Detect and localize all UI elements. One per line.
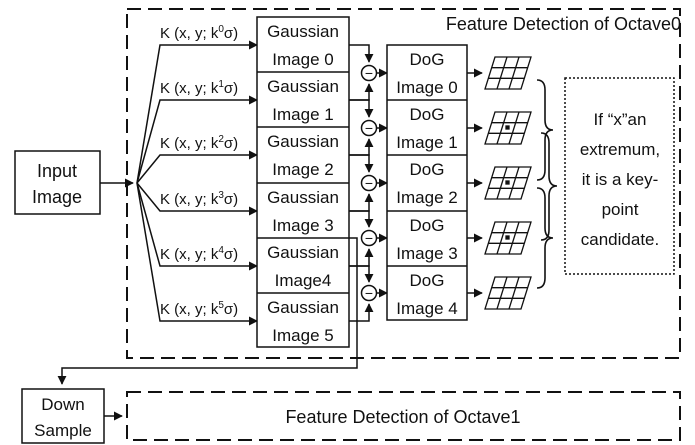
down-sample-label-1: Down bbox=[41, 395, 84, 414]
input-image-label-2: Image bbox=[32, 187, 82, 207]
dog-image-2-line2: Image 2 bbox=[396, 188, 457, 207]
kernel-label-1: K (x, y; k1σ) bbox=[160, 79, 238, 97]
dog-image-4-line1: DoG bbox=[410, 271, 445, 290]
gaussian-image-3-line2: Image 3 bbox=[272, 216, 333, 235]
gaussian-image-0-line2: Image 0 bbox=[272, 50, 333, 69]
dog-image-1-line2: Image 1 bbox=[396, 133, 457, 152]
gaussian-image-4-line1: Gaussian bbox=[267, 243, 339, 262]
dog-image-0-line2: Image 0 bbox=[396, 78, 457, 97]
subtract-node-3 bbox=[360, 229, 378, 247]
grid-arrows bbox=[467, 68, 483, 298]
candidate-line-4: point bbox=[602, 200, 639, 219]
octave0-title: Feature Detection of Octave0 bbox=[446, 14, 681, 34]
subtract-symbol-3: − bbox=[365, 230, 373, 246]
gaussian-stack bbox=[256, 16, 350, 348]
dog-image-4-line2: Image 4 bbox=[396, 299, 457, 318]
subtract-symbol-1: − bbox=[365, 120, 373, 136]
gaussian-image-5-line1: Gaussian bbox=[267, 298, 339, 317]
grid-icon-3 bbox=[484, 221, 532, 255]
dog-image-2-line1: DoG bbox=[410, 160, 445, 179]
input-image-label-1: Input bbox=[37, 161, 77, 181]
grid-icon-0 bbox=[484, 56, 532, 90]
kernel-fan bbox=[136, 40, 258, 326]
down-sample-box bbox=[21, 388, 105, 444]
gaussian-image-0-line1: Gaussian bbox=[267, 22, 339, 41]
dog-image-3-line1: DoG bbox=[410, 216, 445, 235]
gaussian-image-1-line1: Gaussian bbox=[267, 77, 339, 96]
subtract-node-1 bbox=[360, 119, 378, 137]
grid-icon-2 bbox=[484, 166, 532, 200]
dog-image-3-line2: Image 3 bbox=[396, 244, 457, 263]
subtract-nodes: − − − − − bbox=[360, 64, 378, 302]
gaussian-image-4-line2: Image4 bbox=[275, 271, 332, 290]
curly-braces bbox=[536, 79, 558, 289]
downsample-path bbox=[57, 237, 358, 385]
grid-icon-4 bbox=[484, 276, 532, 310]
subtract-symbol-2: − bbox=[365, 175, 373, 191]
gaussian-image-2-line1: Gaussian bbox=[267, 132, 339, 151]
gaussian-image-5-line2: Image 5 bbox=[272, 326, 333, 345]
candidate-box bbox=[564, 77, 675, 275]
brace-lower bbox=[536, 187, 554, 289]
gaussian-image-1-line2: Image 1 bbox=[272, 105, 333, 124]
subtract-node-4 bbox=[360, 284, 378, 302]
brace-upper bbox=[536, 79, 554, 181]
dog-image-0-line1: DoG bbox=[410, 50, 445, 69]
subtract-symbol-0: − bbox=[365, 65, 373, 81]
brace-middle bbox=[540, 132, 558, 241]
kernel-label-2: K (x, y; k2σ) bbox=[160, 134, 238, 152]
kernel-label-5: K (x, y; k5σ) bbox=[160, 300, 238, 318]
gaussian-image-2-line2: Image 2 bbox=[272, 160, 333, 179]
kernel-label-0: K (x, y; k0σ) bbox=[160, 24, 238, 42]
kernel-label-3: K (x, y; k3σ) bbox=[160, 190, 238, 208]
subtract-symbol-4: − bbox=[365, 285, 373, 301]
gaussian-image-3-line1: Gaussian bbox=[267, 188, 339, 207]
subtract-node-0 bbox=[360, 64, 378, 82]
dog-stack bbox=[386, 44, 468, 321]
subtract-node-2 bbox=[360, 174, 378, 192]
candidate-line-5: candidate. bbox=[581, 230, 659, 249]
octave1-frame bbox=[126, 391, 681, 441]
candidate-line-3: it is a key- bbox=[582, 170, 659, 189]
input-image-box bbox=[14, 150, 101, 215]
subtract-connectors bbox=[349, 44, 388, 322]
octave1-title: Feature Detection of Octave1 bbox=[285, 407, 520, 427]
dog-image-1-line1: DoG bbox=[410, 105, 445, 124]
kernel-label-4: K (x, y; k4σ) bbox=[160, 245, 238, 263]
candidate-line-1: If “x”an bbox=[594, 110, 647, 129]
down-sample-label-2: Sample bbox=[34, 421, 92, 440]
grid-icon-1 bbox=[484, 111, 532, 145]
candidate-line-2: extremum, bbox=[580, 140, 660, 159]
